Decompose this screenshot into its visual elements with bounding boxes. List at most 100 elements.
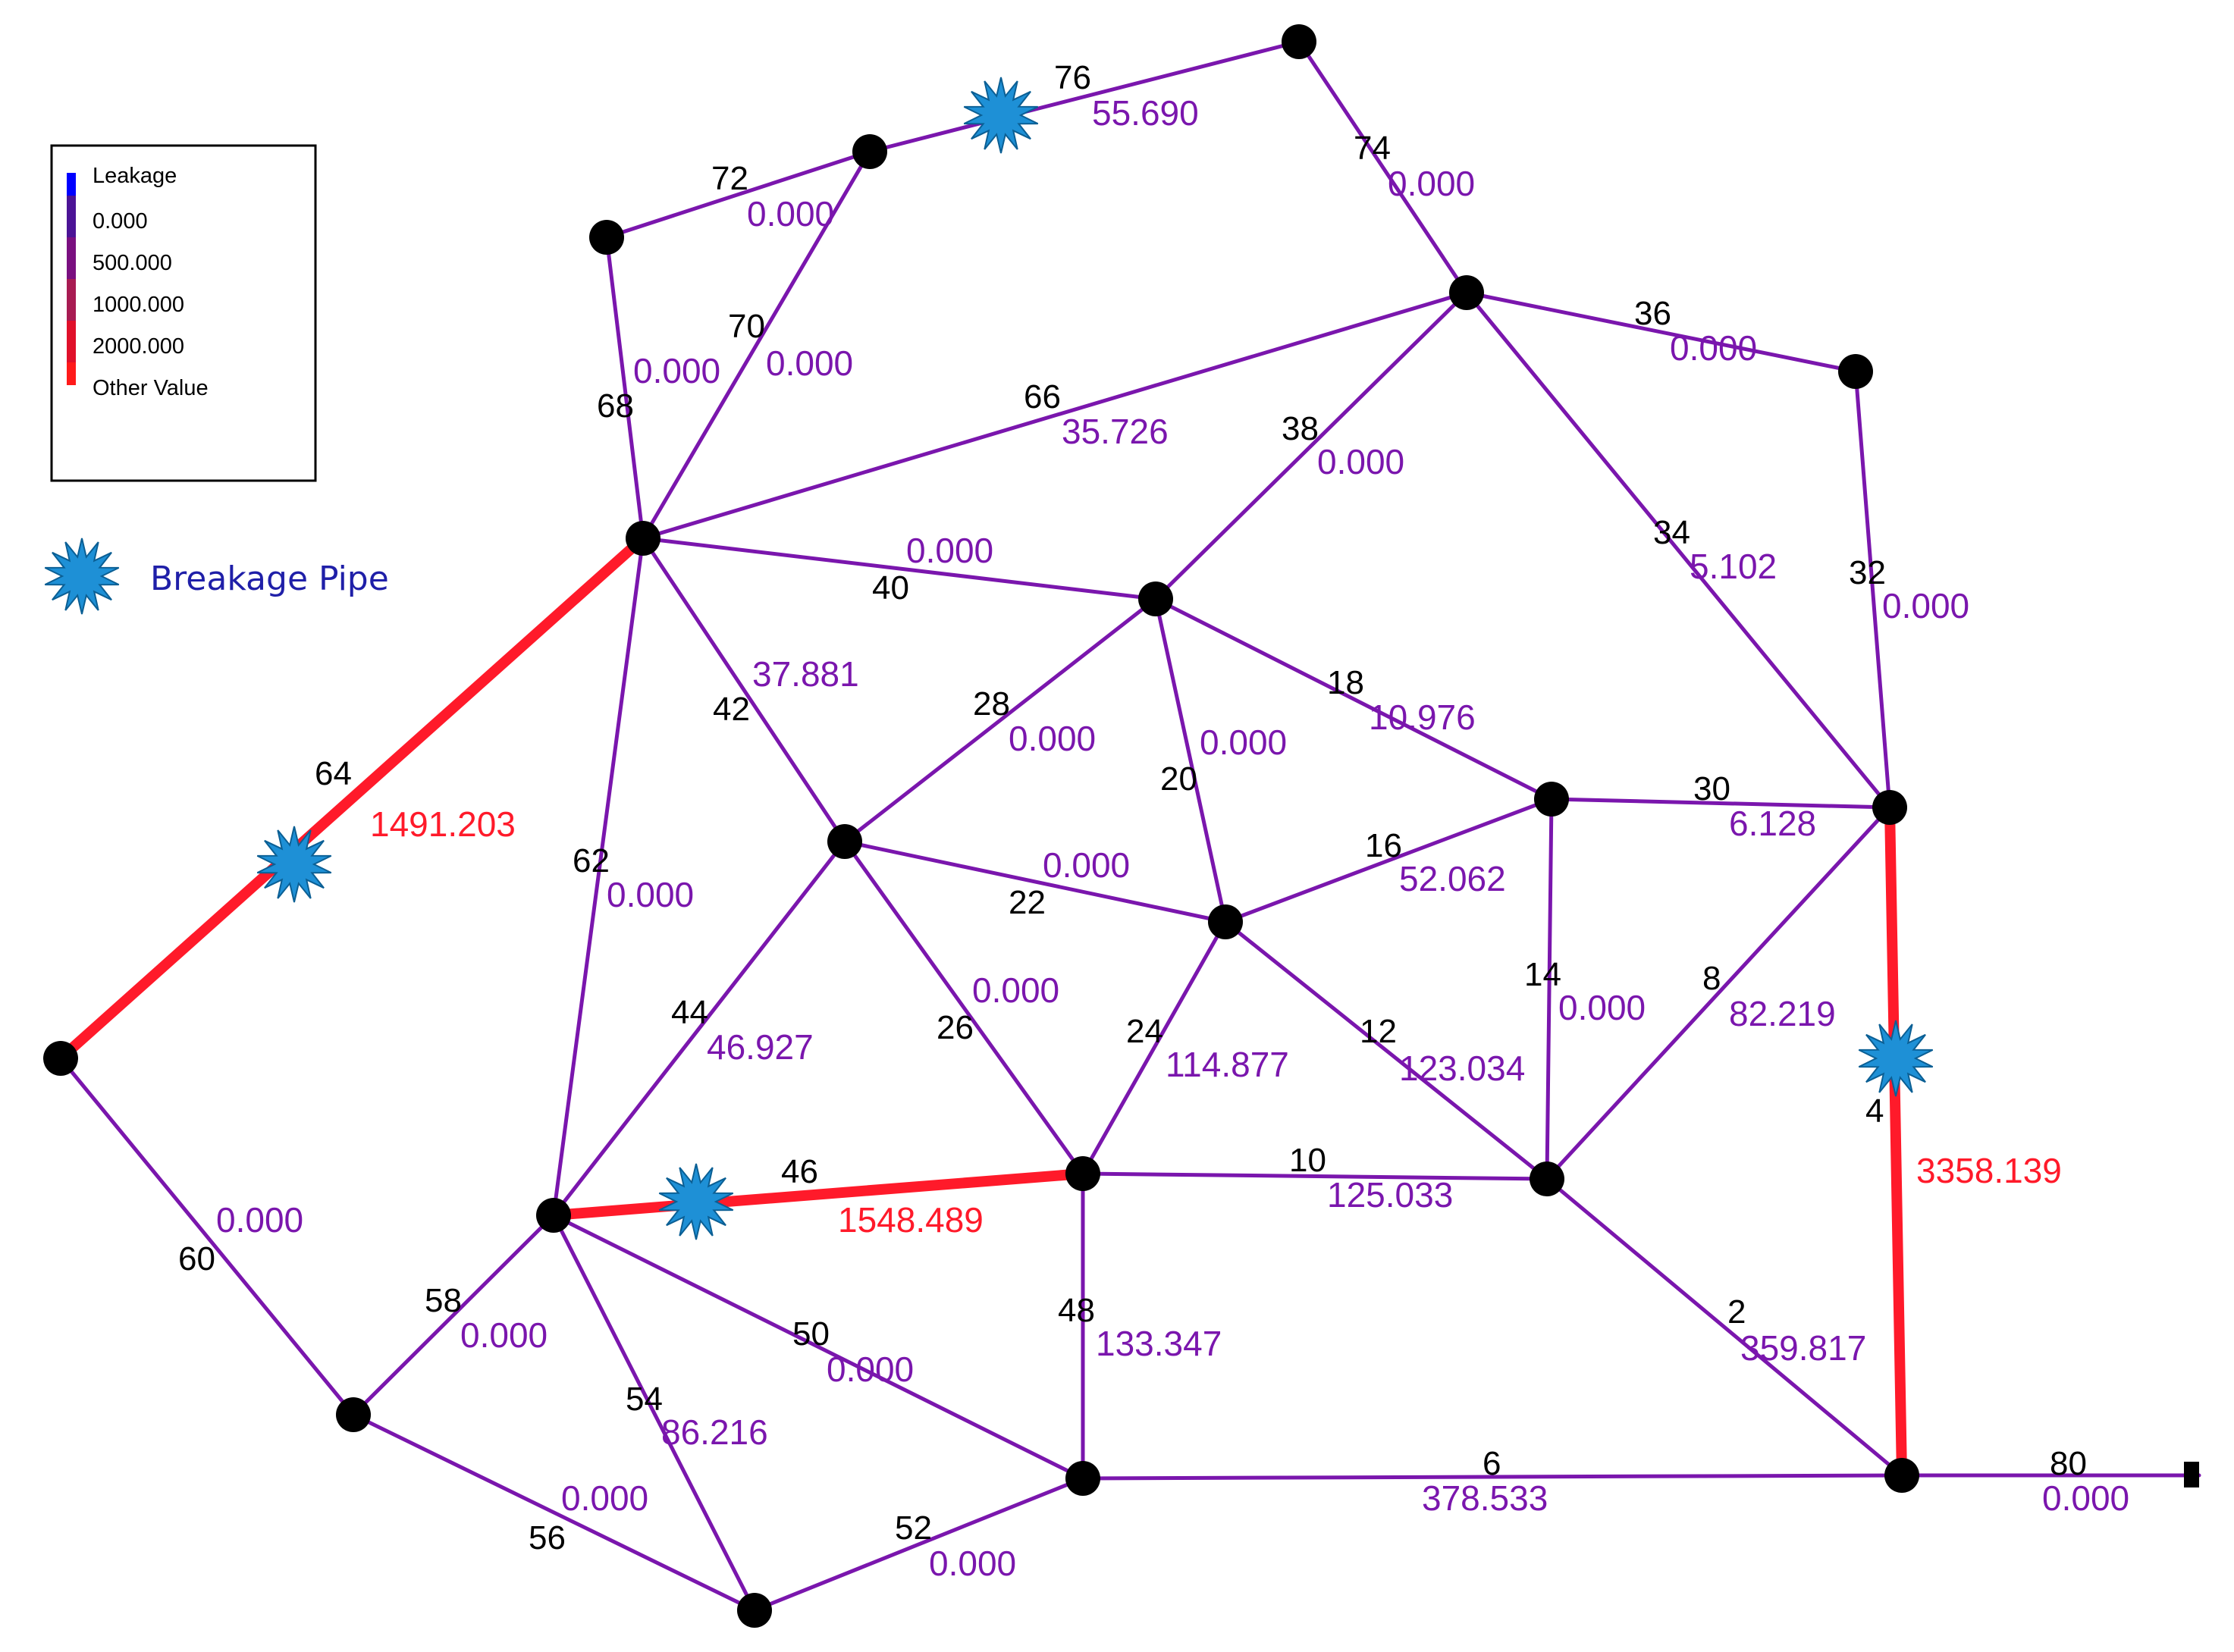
junction-node[interactable] [589,220,624,255]
nodes-layer [43,24,2199,1628]
junction-node[interactable] [1138,581,1173,616]
junction-node[interactable] [1534,782,1569,817]
junction-node[interactable] [1065,1156,1100,1191]
pipe-62[interactable] [551,536,645,1218]
pipe-72[interactable] [604,149,872,240]
pipe-10[interactable] [1081,1171,1549,1181]
pipe-id-label: 30 [1693,770,1730,807]
pipe-id-label: 20 [1160,760,1197,798]
pipe-46[interactable] [548,1168,1088,1221]
junction-node[interactable] [1884,1458,1919,1493]
pipe-leakage-value: 0.000 [766,343,853,383]
pipe-14[interactable] [1545,797,1554,1181]
pipe-34[interactable] [1464,290,1892,810]
pipe-id-label: 6 [1483,1445,1501,1482]
pipe-leakage-value: 52.062 [1399,859,1506,898]
pipe-54[interactable] [551,1213,757,1613]
junction-node[interactable] [852,134,887,169]
pipe-20[interactable] [1153,597,1228,924]
pipe-leakage-value: 86.216 [661,1412,768,1452]
pipe-leakage-value: 0.000 [1043,845,1130,885]
starburst-icon [963,77,1039,154]
junction-node[interactable] [1208,904,1243,939]
junction-node[interactable] [1282,24,1316,59]
pipe-74[interactable] [1297,39,1469,295]
pipe-id-label: 18 [1327,664,1364,701]
leakage-legend: Leakage 0.000 500.000 1000.000 2000.000 … [50,144,317,482]
pipe-76[interactable] [868,39,1301,154]
legend-swatch [67,196,76,237]
labels-layer: 7655.690740.000720.000700.000680.0006635… [178,59,2129,1583]
pipe-id-label: 8 [1702,960,1721,997]
pipe-id-label: 66 [1024,378,1061,415]
pipe-id-label: 64 [315,755,352,792]
legend-entry: 2000.000 [93,334,184,359]
pipe-id-label: 34 [1653,514,1690,551]
junction-node[interactable] [1065,1461,1100,1496]
pipe-id-label: 36 [1634,295,1671,332]
pipe-leakage-value: 35.726 [1062,412,1169,451]
pipe-id-label: 26 [937,1009,974,1046]
pipe-56[interactable] [351,1412,757,1613]
pipe-id-label: 54 [626,1381,663,1418]
pipe-id-label: 62 [573,842,610,879]
pipe-2[interactable] [1545,1177,1904,1478]
pipe-26[interactable] [842,839,1085,1176]
pipe-50[interactable] [551,1213,1085,1481]
pipe-id-label: 80 [2050,1445,2087,1482]
pipe-6[interactable] [1081,1473,1904,1481]
junction-node[interactable] [1838,354,1873,389]
pipes-layer [55,39,2201,1613]
legend-entry: Other Value [93,376,209,400]
starburst-icon [1858,1020,1934,1097]
junction-node[interactable] [1449,275,1484,310]
pipe-68[interactable] [604,235,645,541]
breakage-markers-layer [256,77,1934,1240]
pipe-leakage-value: 378.533 [1422,1478,1548,1518]
pipe-id-label: 14 [1524,956,1561,993]
legend-swatch [67,279,76,321]
pipe-leakage-value: 114.877 [1166,1045,1289,1084]
junction-node[interactable] [626,521,660,556]
pipe-66[interactable] [641,290,1469,541]
pipe-32[interactable] [1853,369,1892,810]
junction-node[interactable] [827,824,862,859]
junction-node[interactable] [737,1593,772,1628]
pipe-leakage-value: 5.102 [1690,547,1777,586]
pipe-16[interactable] [1223,797,1554,924]
pipe-12[interactable] [1223,920,1549,1181]
legend-entry: 500.000 [93,251,172,275]
pipe-58[interactable] [351,1213,556,1417]
pipe-38[interactable] [1153,290,1469,601]
pipe-leakage-value: 0.000 [1670,328,1757,368]
reservoir-marker[interactable] [2184,1462,2199,1487]
pipe-52[interactable] [752,1476,1085,1613]
pipe-4[interactable] [1884,802,1907,1481]
junction-node[interactable] [1530,1161,1564,1196]
junction-node[interactable] [336,1397,371,1432]
pipe-id-label: 56 [529,1519,566,1556]
legend-frame [50,144,317,482]
pipe-28[interactable] [842,597,1158,844]
pipe-22[interactable] [842,839,1228,924]
pipe-44[interactable] [551,839,847,1218]
junction-node[interactable] [1872,790,1907,825]
pipe-30[interactable] [1549,797,1892,810]
pipe-64[interactable] [55,533,648,1064]
pipe-36[interactable] [1464,290,1858,374]
junction-node[interactable] [536,1198,571,1233]
pipe-40[interactable] [641,536,1158,601]
pipe-60[interactable] [58,1056,356,1417]
pipe-leakage-value: 0.000 [561,1478,648,1518]
pipe-42[interactable] [641,536,847,844]
pipe-8[interactable] [1545,805,1892,1181]
pipe-leakage-value: 3358.139 [1916,1151,2062,1190]
pipe-70[interactable] [641,149,872,541]
legend-swatch-leakage [67,173,76,196]
pipe-id-label: 52 [895,1509,932,1547]
legend-swatch [67,362,76,385]
pipe-24[interactable] [1081,920,1228,1176]
pipe-18[interactable] [1153,597,1554,801]
junction-node[interactable] [43,1041,78,1076]
